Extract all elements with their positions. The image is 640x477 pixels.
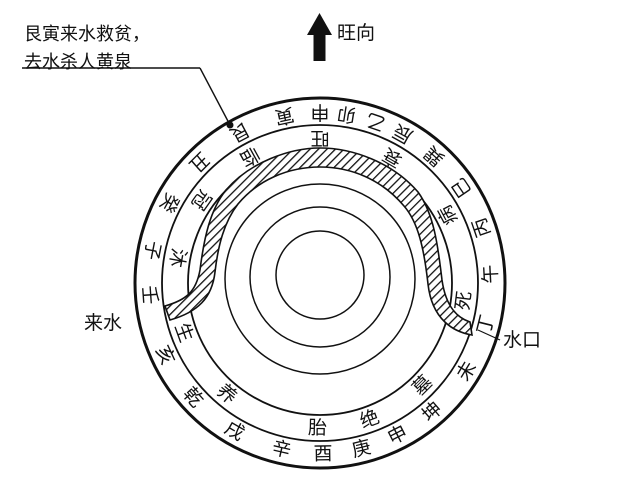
inner-ring-text-char: 死	[452, 290, 476, 312]
up-arrow-icon	[307, 13, 332, 61]
outer-ring-text-char: 丙	[468, 215, 495, 240]
annotation-line-1: 艮寅来水救贫，	[24, 24, 150, 45]
outer-ring-text-char: 辛	[270, 437, 293, 463]
annotation-line-2: 去水杀人黄泉	[24, 51, 132, 73]
outer-ring-border	[133, 96, 507, 470]
annotation-pointer-dot	[226, 121, 234, 129]
water-flow-band	[163, 147, 473, 336]
outer-ring-text-char: 酉	[313, 443, 332, 465]
inner-ring-text-char: 旺	[310, 127, 329, 149]
outer-ring-text-char: 午	[479, 264, 502, 284]
concentric-circle-1	[224, 183, 416, 375]
outer-ring-text-char: 壬	[138, 285, 161, 306]
concentric-circle-3	[275, 230, 365, 320]
inflow-label: 来水	[84, 312, 123, 334]
outlet-leader-line	[477, 329, 501, 341]
middle-ring-border	[161, 124, 479, 442]
outer-ring-text-char: 子	[139, 239, 164, 262]
outer-ring-text-char: 寅	[273, 103, 296, 128]
annotation-leader-line	[199, 67, 231, 126]
inner-ring-text-char: 沐	[165, 247, 190, 270]
outer-ring-text-char: 申	[310, 101, 329, 123]
concentric-circle-2	[249, 206, 391, 348]
outer-ring-text-char: 庚	[350, 436, 374, 462]
inner-ring-text-char: 墓	[408, 371, 437, 400]
outer-ring-text-char: 卯	[336, 102, 358, 127]
outer-ring-text-char: 乙	[363, 108, 388, 135]
direction-label: 旺向	[337, 22, 376, 44]
inner-ring-text-char: 养	[212, 380, 241, 409]
inner-ring-text-char: 胎	[308, 417, 327, 439]
annotation-text: 艮寅来水救贫， 去水杀人黄泉	[24, 24, 150, 74]
outlet-label: 水口	[503, 329, 542, 351]
outer-ring-text-char: 丁	[473, 313, 499, 337]
